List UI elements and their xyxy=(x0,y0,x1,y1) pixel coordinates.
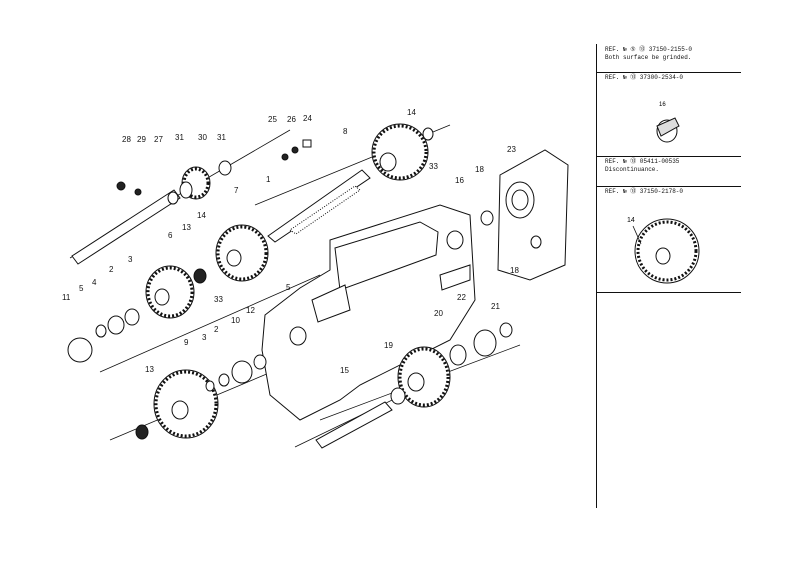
ref-1-note: Both surface be grinded. xyxy=(605,54,692,61)
ref-4-label: 14 xyxy=(627,217,635,224)
gear-6 xyxy=(145,265,195,319)
gear-19-20 xyxy=(390,346,451,408)
callout-21: 21 xyxy=(491,302,500,311)
callout-2a: 2 xyxy=(109,265,114,274)
bolt-28 xyxy=(116,181,142,196)
callout-19: 19 xyxy=(384,341,393,350)
transmission-housing xyxy=(261,204,476,421)
output-shaft-15 xyxy=(315,401,393,449)
seal-18-top xyxy=(480,210,494,226)
gear-8-top xyxy=(371,123,429,181)
ref-2-label: 16 xyxy=(659,102,666,108)
callout-31a: 31 xyxy=(175,133,184,142)
collar-31 xyxy=(167,160,232,205)
rings-2-3-4-5 xyxy=(95,308,140,338)
side-cover-23 xyxy=(497,149,569,281)
ref-3-note: Discontinuance. xyxy=(605,166,660,173)
callout-2b: 2 xyxy=(214,325,219,334)
callout-13a: 13 xyxy=(182,223,191,232)
bearing-21-22 xyxy=(449,322,513,366)
ref-1-heading: REF. № ⑤ ⑬ 37150-2155-0 xyxy=(605,46,692,53)
ref-3-heading: REF. № ⑬ 05411-00535 xyxy=(605,158,680,165)
callout-18b: 18 xyxy=(510,266,519,275)
callout-5a: 5 xyxy=(79,284,84,293)
callout-6: 6 xyxy=(168,231,173,240)
callout-5b: 5 xyxy=(286,283,291,292)
gear-7 xyxy=(215,224,269,282)
ref-note-1: REF. № ⑤ ⑬ 37150-2155-0 Both surface be … xyxy=(597,44,741,73)
bearing-13-lower xyxy=(135,424,149,440)
ref-4-heading: REF. № ⑬ 37150-2178-0 xyxy=(605,188,684,195)
callout-3b: 3 xyxy=(202,333,207,342)
callout-9: 9 xyxy=(184,338,189,347)
callout-26: 26 xyxy=(287,115,296,124)
callout-33a: 33 xyxy=(429,162,438,171)
bearing-10 xyxy=(205,354,267,392)
ref-note-2: REF. № ⑬ 37300-2534-0 16 xyxy=(597,72,741,157)
ref-note-4: REF. № ⑬ 37150-2178-0 14 xyxy=(597,186,741,293)
exploded-parts-drawing: 28 29 27 31 30 31 25 26 24 8 14 33 1 7 1… xyxy=(62,108,569,449)
callout-22: 22 xyxy=(457,293,466,302)
callout-30: 30 xyxy=(198,133,207,142)
callout-8a: 8 xyxy=(343,127,348,136)
small-parts-24-26 xyxy=(281,139,312,161)
callout-3a: 3 xyxy=(128,255,133,264)
ref-2-detail-drawing: 16 xyxy=(656,102,680,143)
gear-30 xyxy=(179,166,211,200)
callout-25: 25 xyxy=(268,115,277,124)
callout-31b: 31 xyxy=(217,133,226,142)
callout-29: 29 xyxy=(137,135,146,144)
gear-9 xyxy=(153,369,219,439)
cap-11 xyxy=(67,337,93,363)
callout-33b: 33 xyxy=(214,295,223,304)
ref-2-heading: REF. № ⑬ 37300-2534-0 xyxy=(605,74,684,81)
bearing-13 xyxy=(193,268,207,284)
callout-13b: 13 xyxy=(145,365,154,374)
long-shaft-27 xyxy=(71,189,181,265)
callout-24: 24 xyxy=(303,114,312,123)
callout-14b: 14 xyxy=(197,211,206,220)
ref-4-detail-drawing: 14 xyxy=(627,217,700,284)
transmission-exploded-view: 28 29 27 31 30 31 25 26 24 8 14 33 1 7 1… xyxy=(62,108,569,449)
snap-ring-14-top xyxy=(422,127,434,141)
callout-14a: 14 xyxy=(407,108,416,117)
callout-7: 7 xyxy=(234,186,239,195)
callout-4: 4 xyxy=(92,278,97,287)
callout-16: 16 xyxy=(455,176,464,185)
main-shaft-1 xyxy=(267,169,371,243)
callout-12: 12 xyxy=(246,306,255,315)
reference-notes-panel: REF. № ⑤ ⑬ 37150-2155-0 Both surface be … xyxy=(596,44,741,508)
callout-labels: 28 29 27 31 30 31 25 26 24 8 14 33 1 7 1… xyxy=(62,108,519,375)
callout-1: 1 xyxy=(266,175,271,184)
callout-11: 11 xyxy=(62,293,71,302)
callout-23: 23 xyxy=(507,145,516,154)
callout-10: 10 xyxy=(231,316,240,325)
callout-28: 28 xyxy=(122,135,131,144)
callout-20: 20 xyxy=(434,309,443,318)
callout-18a: 18 xyxy=(475,165,484,174)
callout-15: 15 xyxy=(340,366,349,375)
ref-note-3: REF. № ⑬ 05411-00535 Discontinuance. xyxy=(597,156,741,187)
callout-27: 27 xyxy=(154,135,163,144)
